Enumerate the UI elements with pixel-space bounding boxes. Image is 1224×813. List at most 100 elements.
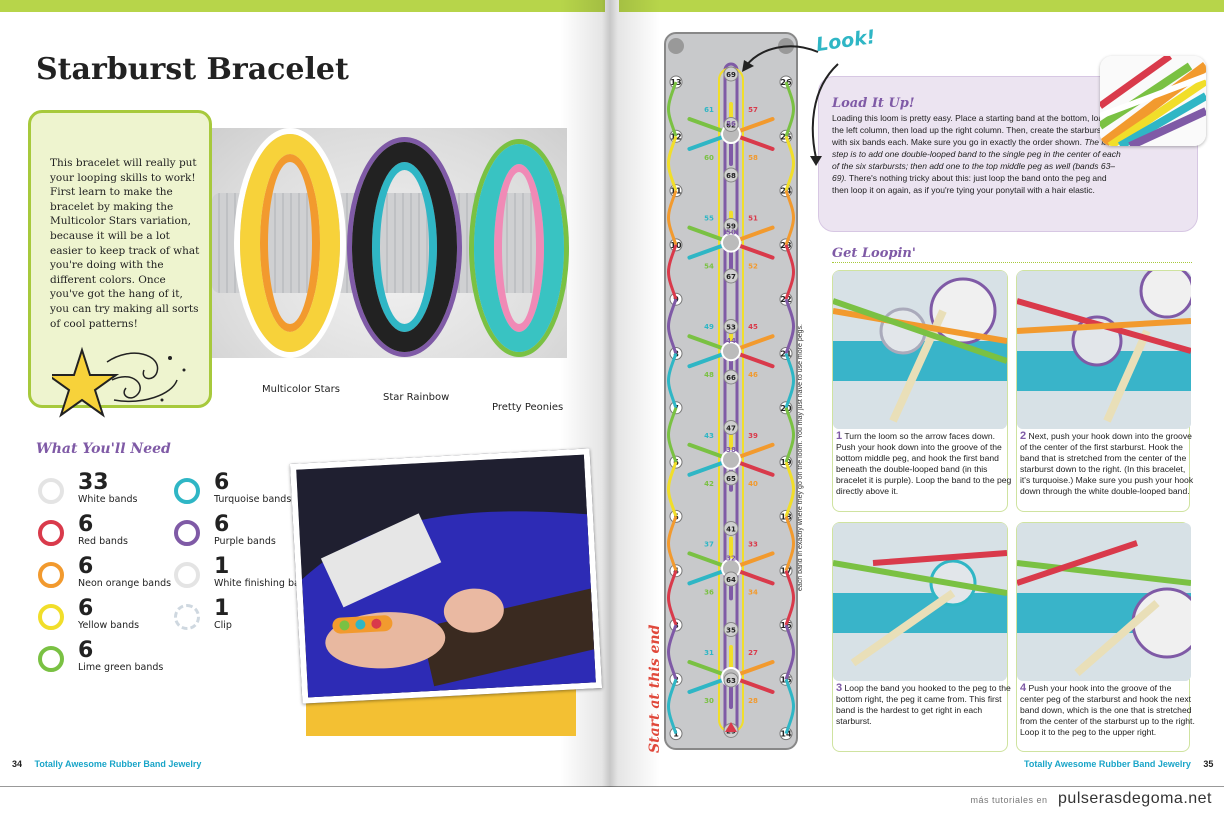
starburst-label: 60 [704,154,714,162]
need-qty: 1 [214,554,230,579]
orange-band-icon [38,562,64,588]
starburst-label: 36 [704,588,714,596]
need-qty: 33 [78,470,109,495]
book-title-left: Totally Awesome Rubber Band Jewelry [34,759,202,769]
step-2-illustration [1017,271,1191,429]
left-side-band [667,407,678,463]
starburst-label: 28 [748,697,758,705]
step-3-photo [833,523,1007,681]
left-side-band [667,190,678,246]
left-side-band [667,570,678,626]
step-4-text: 4 Push your hook into the groove of the … [1020,683,1196,738]
left-side-band [667,624,678,680]
step-1-text: 1 Turn the loom so the arrow faces down.… [836,431,1012,497]
right-side-band [784,570,795,626]
need-label: Clip [214,620,232,631]
left-side-band [667,244,678,300]
need-label: Lime green bands [78,662,164,673]
need-qty: 6 [78,554,94,579]
page-number-right: 35 [1203,759,1214,769]
loom-peg-label-middle: 63 [726,677,736,685]
starburst-label: 30 [704,697,714,705]
step-4-body: Push your hook into the groove of the ce… [1020,683,1195,737]
loom-peg-label-middle: 47 [726,425,736,433]
loom-peg-label-middle: 64 [726,576,736,584]
right-side-band [784,190,795,246]
starburst-label: 43 [704,432,714,440]
loom-peg-label-right: 14 [780,730,792,739]
purple-band-icon [174,520,200,546]
loom-peg-middle [723,369,739,385]
left-side-band [667,678,678,735]
step-2-photo [1017,271,1191,429]
bracelets-photo [212,128,567,358]
step-3-number: 3 [836,682,843,694]
starburst-label: 55 [704,215,714,223]
footer-left: 34 Totally Awesome Rubber Band Jewelry [12,759,201,769]
starburst-label: 52 [748,263,758,271]
loom-peg-middle [723,420,739,435]
look-arrow-icon [742,45,819,72]
loom-peg-middle [723,167,739,183]
star-swirl-icon [52,346,186,418]
loom-peg-label-left: 1 [673,730,679,739]
multicolor-stars-bracelet [240,134,340,352]
credit-prefix: más tutoriales en [970,795,1048,805]
loom-peg-label-middle: 53 [726,324,736,332]
need-qty: 1 [214,596,230,621]
right-side-band [784,407,795,463]
left-side-band [667,81,678,137]
loom-peg-label-middle: 62 [726,122,736,130]
starburst-center-label: 38 [726,446,736,454]
step-2-text: 2 Next, push your hook down into the gro… [1020,431,1196,497]
pretty-peonies-bracelet [474,144,564,352]
star-rainbow-bracelet [352,142,457,352]
step-1-photo [833,271,1007,429]
site-credit: más tutoriales en pulserasdegoma.net [971,790,1212,808]
turquoise-band-icon [174,478,200,504]
starburst-center-label: 56 [726,120,736,128]
load-it-up-heading: Load It Up! [832,96,915,111]
lime-band-icon [38,646,64,672]
credit-site[interactable]: pulserasdegoma.net [1058,790,1212,807]
step-1-frame [832,270,1008,512]
loom-peg-label-middle: 69 [726,71,736,79]
step-3-body: Loop the band you hooked to the peg to t… [836,683,1011,726]
guitar-illustration [296,454,603,700]
loom-peg-middle [723,319,739,334]
need-qty: 6 [78,512,94,537]
loom-peg-middle [723,672,739,688]
starburst-center-label: 50 [726,229,736,237]
loom-peg-label-middle: 68 [726,172,736,180]
starburst-closeup-photo [1100,56,1206,146]
step-2-number: 2 [1020,430,1027,442]
top-accent-bar-right [619,0,1224,12]
loom-peg-middle [723,117,739,132]
need-qty: 6 [78,638,94,663]
starburst-center-peg [721,232,741,253]
book-title-right: Totally Awesome Rubber Band Jewelry [1024,759,1191,769]
starburst-label: 39 [748,432,758,440]
loom-peg-middle [723,268,739,284]
need-label: White finishing band [214,578,312,589]
start-arrow-icon [725,722,737,732]
step-3-illustration [833,523,1007,681]
right-side-band [784,135,795,192]
step-2-body: Next, push your hook down into the groov… [1020,431,1194,496]
right-side-band [784,461,795,517]
loom-peg-label-middle: 65 [726,475,736,483]
need-qty: 6 [78,596,94,621]
white-band-icon [38,478,64,504]
top-accent-bar-left [0,0,605,12]
needs-heading: What You'll Need [36,441,171,457]
caption-multicolor-stars: Multicolor Stars [262,384,340,395]
starburst-label: 37 [704,540,714,548]
loom-peg-middle [723,622,739,637]
step-4-number: 4 [1020,682,1027,694]
left-side-band [667,352,678,409]
right-side-band [784,624,795,680]
starburst-label: 58 [748,154,758,162]
starburst-center-peg [721,449,741,470]
starburst-label: 40 [748,480,758,488]
